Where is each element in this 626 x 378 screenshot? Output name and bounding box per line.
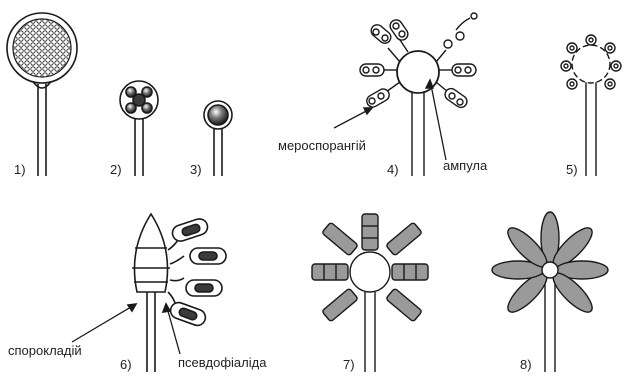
- panel-number-6: 6): [120, 358, 132, 371]
- panel-number-2: 2): [110, 163, 122, 176]
- panel-number-3: 3): [190, 163, 202, 176]
- label-pseudophialide: псевдофіаліда: [178, 356, 266, 369]
- label-sporocladium: спорокладій: [8, 344, 82, 357]
- panel-6-sporocladium: [72, 214, 226, 372]
- panel-number-8: 8): [520, 358, 532, 371]
- panel-7-segmented-merosporangia: [312, 214, 428, 372]
- panel-number-1: 1): [14, 163, 26, 176]
- label-merosporangium: мероспорангій: [278, 139, 366, 152]
- label-ampulla: ампула: [443, 159, 487, 172]
- panel-1-sporangium: [7, 13, 77, 176]
- panel-number-5: 5): [566, 163, 578, 176]
- panel-3-sporangiole: [204, 101, 232, 176]
- panel-8-elongated-sporangiola: [492, 212, 608, 372]
- panel-2-few-spored-sporangium: [120, 81, 158, 176]
- panel-number-4: 4): [387, 163, 399, 176]
- panel-number-7: 7): [343, 358, 355, 371]
- panel-5-empty-ampulla: [561, 35, 621, 176]
